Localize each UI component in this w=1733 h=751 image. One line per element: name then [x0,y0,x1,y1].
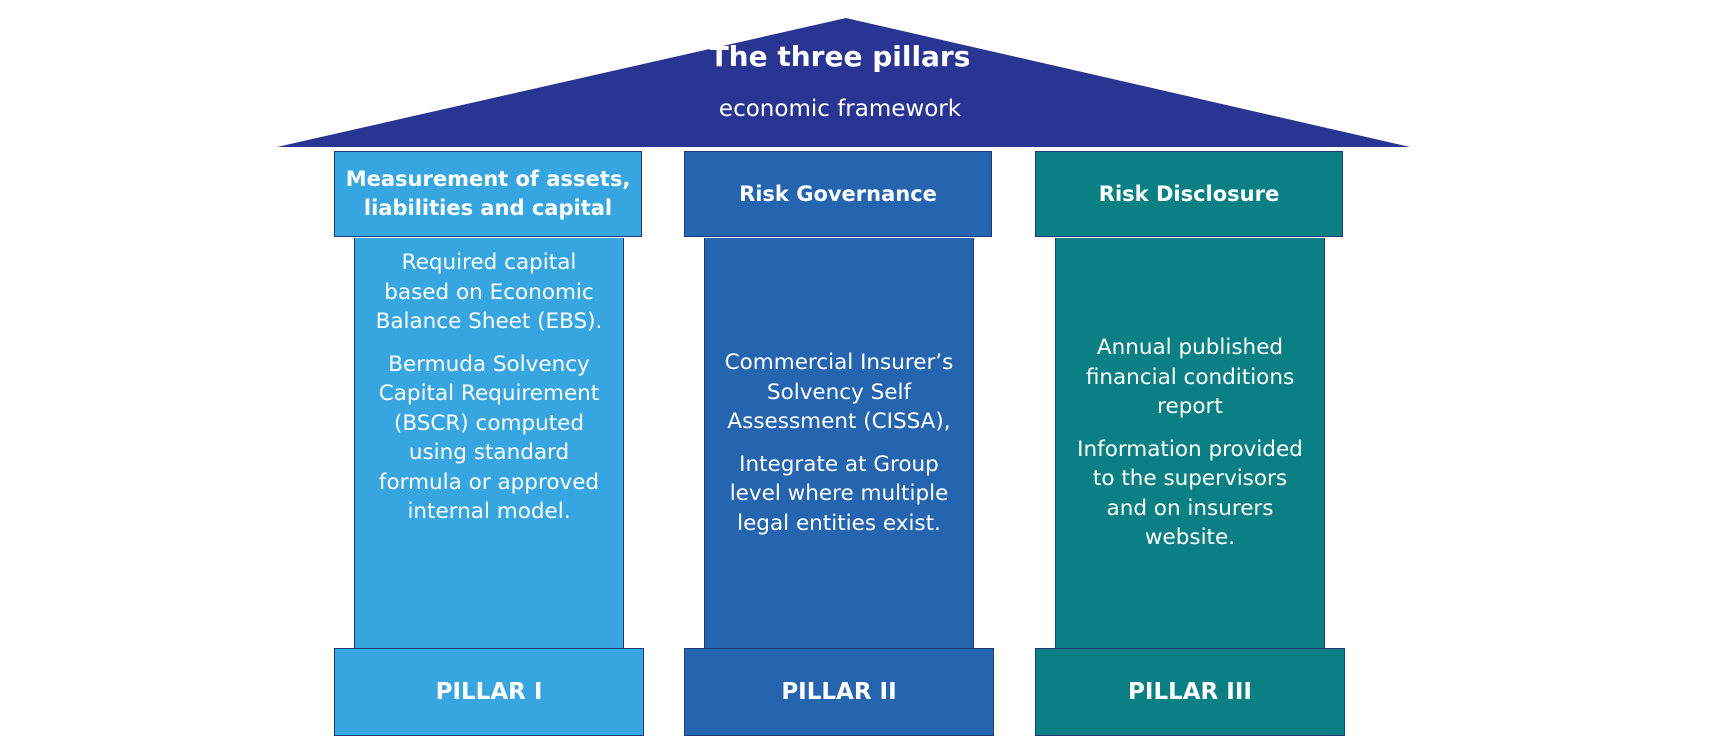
pillar-3-paragraph-2: Information provided to the supervisors … [1077,436,1303,551]
pillar-3-paragraph-1: Annual published financial conditions re… [1085,335,1295,420]
pillar-3-body: Annual published financial conditions re… [1055,238,1325,648]
diagram-title: The three pillars [709,40,971,73]
pillar-3-label: PILLAR III [1035,648,1345,736]
pillar-2-paragraph-1: Commercial Insurer’s Solvency Self Asses… [724,350,954,434]
pillar-1-body: Required capital based on Economic Balan… [354,238,624,648]
pillar-2: Risk Governance Commercial Insurer’s Sol… [684,151,994,736]
diagram-subtitle: economic framework [718,96,962,122]
pillar-3: Risk Disclosure Annual published financi… [1035,151,1345,736]
pillar-3-heading: Risk Disclosure [1035,151,1343,237]
pillar-1: Measurement of assets, liabilities and c… [334,151,644,736]
pillar-2-body: Commercial Insurer’s Solvency Self Asses… [704,238,974,648]
pillar-1-paragraph-1: Required capital based on Economic Balan… [375,250,603,334]
roof-triangle [277,18,1410,147]
pillar-2-label: PILLAR II [684,648,994,736]
pillar-1-label: PILLAR I [334,648,644,736]
pillar-1-paragraph-2: Bermuda Solvency Capital Requirement (BS… [378,351,600,525]
pillar-2-heading: Risk Governance [684,151,992,237]
pillar-1-heading: Measurement of assets, liabilities and c… [334,151,642,237]
pillar-2-paragraph-2: Integrate at Group level where multiple … [729,451,949,536]
